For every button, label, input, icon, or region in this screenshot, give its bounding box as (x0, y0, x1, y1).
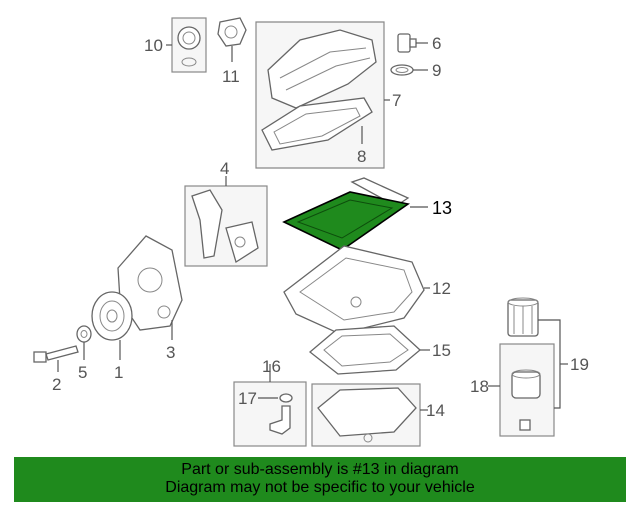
callout-4[interactable]: 4 (220, 159, 229, 178)
callout-8[interactable]: 8 (357, 147, 366, 166)
part-11-housing[interactable] (217, 17, 247, 47)
part-19-oil-filter-element[interactable] (507, 297, 539, 337)
part-15-lower-pan-gasket[interactable] (308, 325, 421, 375)
part-14-oil-pan-lower[interactable] (311, 383, 421, 447)
callout-9[interactable]: 9 (432, 61, 441, 80)
part-18-oil-filter-housing[interactable] (499, 343, 555, 437)
callout-18[interactable]: 18 (470, 377, 489, 396)
part-4-timing-kit[interactable] (184, 185, 268, 267)
callout-7[interactable]: 7 (392, 91, 401, 110)
part-5-washer[interactable] (76, 325, 92, 343)
part-16-dipstick-assembly[interactable] (233, 381, 307, 447)
callout-15[interactable]: 15 (432, 341, 451, 360)
part-12-oil-pan-upper[interactable] (283, 245, 425, 335)
part-1-crank-pulley[interactable] (91, 291, 133, 341)
notice-banner: Part or sub-assembly is #13 in diagram D… (14, 457, 626, 502)
callout-2[interactable]: 2 (52, 375, 61, 394)
callout-17[interactable]: 17 (238, 389, 257, 408)
callout-19[interactable]: 19 (570, 355, 589, 374)
banner-line-1: Part or sub-assembly is #13 in diagram (181, 461, 459, 478)
callout-12[interactable]: 12 (432, 279, 451, 298)
part-8-valve-cover-gasket[interactable] (261, 97, 373, 151)
callout-10[interactable]: 10 (144, 36, 163, 55)
callout-16[interactable]: 16 (262, 357, 281, 376)
callout-6[interactable]: 6 (432, 34, 441, 53)
banner-line-2: Diagram may not be specific to your vehi… (165, 479, 475, 496)
callout-14[interactable]: 14 (426, 401, 445, 420)
callout-11[interactable]: 11 (222, 67, 240, 86)
callout-3[interactable]: 3 (166, 343, 175, 362)
part-9-seal[interactable] (390, 64, 414, 76)
part-6-sensor[interactable] (397, 33, 417, 53)
part-10-thermostat[interactable] (171, 17, 207, 73)
part-13-oil-pan-gasket[interactable] (282, 177, 410, 251)
callout-13[interactable]: 13 (432, 198, 452, 218)
part-2-bolt[interactable] (33, 345, 79, 363)
callout-1[interactable]: 1 (114, 363, 123, 382)
callout-5[interactable]: 5 (78, 363, 87, 382)
